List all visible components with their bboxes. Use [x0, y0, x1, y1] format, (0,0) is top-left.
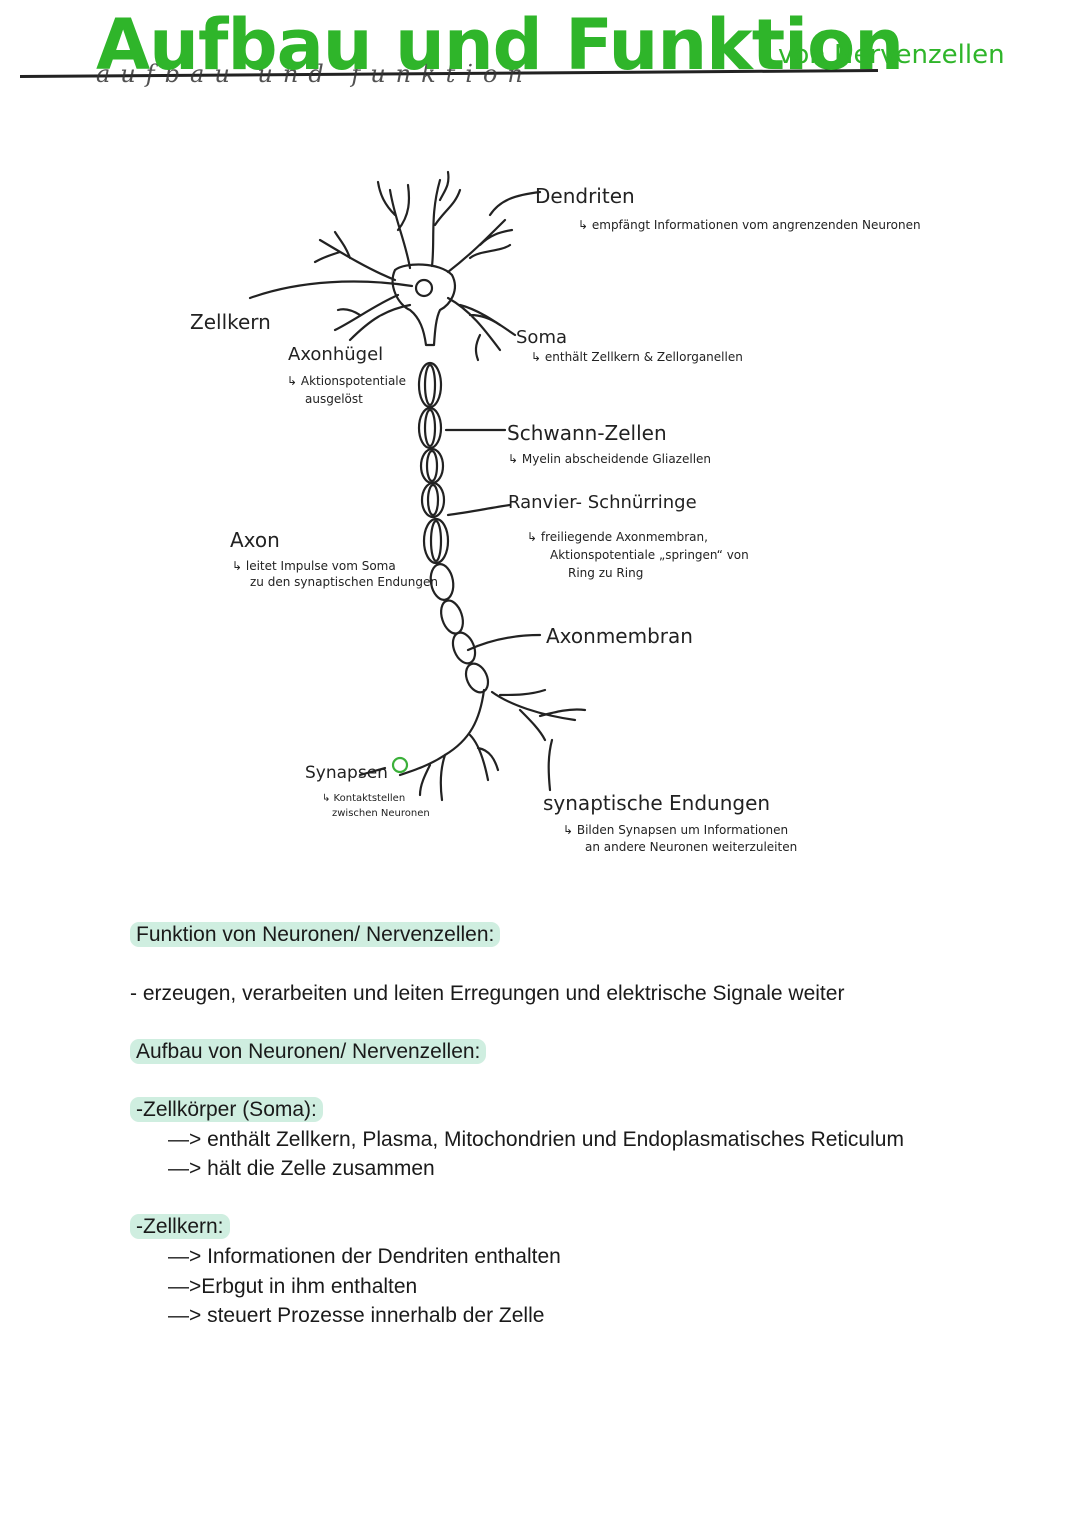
- label-axonhuegel-note-2: ausgelöst: [305, 392, 363, 406]
- label-schwann: Schwann-Zellen: [507, 421, 667, 445]
- nucleus-shape: [414, 278, 434, 298]
- heading-aufbau: Aufbau von Neuronen/ Nervenzellen:: [130, 1039, 487, 1064]
- heading-soma-row: -Zellkörper (Soma):: [130, 1097, 323, 1122]
- label-axon-note-2: zu den synaptischen Endungen: [250, 575, 438, 589]
- label-endungen: synaptische Endungen: [543, 791, 771, 815]
- label-endungen-note-1: ↳ Bilden Synapsen um Informationen: [563, 823, 789, 837]
- label-dendriten: Dendriten: [535, 184, 635, 208]
- axon-terminals-shape: [398, 688, 587, 802]
- label-axonhuegel-note-1: ↳ Aktionspotentiale: [287, 374, 407, 388]
- neuron-diagram: [248, 170, 587, 802]
- label-zellkern: Zellkern: [190, 310, 271, 334]
- label-endungen-note-2: an andere Neuronen weiterzuleiten: [585, 840, 798, 854]
- dendrites-shape: [313, 170, 514, 362]
- heading-kern-row: -Zellkern:: [130, 1214, 230, 1239]
- label-ranvier-note-1: ↳ freiliegende Axonmembran,: [527, 530, 708, 544]
- page-subtitle: von Nervenzellen: [778, 40, 1005, 70]
- axon-shape: [417, 361, 490, 694]
- soma-line-1: —> enthält Zellkern, Plasma, Mitochondri…: [168, 1128, 904, 1151]
- title-ghost-script: aufbau und funktion: [96, 60, 533, 88]
- heading-funktion-row: Funktion von Neuronen/ Nervenzellen:: [130, 922, 501, 947]
- page-title: Aufbau und Funktion: [96, 4, 904, 86]
- kern-line-1: —> Informationen der Dendriten enthalten: [168, 1245, 561, 1268]
- heading-kern: -Zellkern:: [130, 1214, 230, 1239]
- label-ranvier-note-3: Ring zu Ring: [568, 566, 644, 580]
- label-synapsen-note-1: ↳ Kontaktstellen: [322, 793, 406, 804]
- label-axonhuegel: Axonhügel: [288, 344, 384, 365]
- label-synapsen-note-2: zwischen Neuronen: [332, 808, 430, 819]
- heading-aufbau-row: Aufbau von Neuronen/ Nervenzellen:: [130, 1039, 487, 1064]
- label-ranvier: Ranvier- Schnürringe: [508, 492, 697, 513]
- label-soma: Soma: [516, 327, 568, 348]
- label-axon: Axon: [230, 528, 280, 552]
- label-soma-note: ↳ enthält Zellkern & Zellorganellen: [531, 350, 743, 364]
- label-axon-note-1: ↳ leitet Impulse vom Soma: [232, 559, 396, 573]
- label-schwann-note: ↳ Myelin abscheidende Gliazellen: [508, 452, 712, 466]
- label-ranvier-note-2: Aktionspotentiale „springen“ von: [550, 548, 749, 562]
- label-synapsen: Synapsen: [305, 763, 388, 783]
- soma-shape: [391, 263, 457, 347]
- kern-line-3: —> steuert Prozesse innerhalb der Zelle: [168, 1304, 545, 1327]
- label-axonmembran: Axonmembran: [546, 624, 693, 648]
- label-dendriten-note: ↳ empfängt Informationen vom angrenzende…: [578, 218, 921, 232]
- kern-line-2: —>Erbgut in ihm enthalten: [168, 1275, 418, 1298]
- heading-funktion: Funktion von Neuronen/ Nervenzellen:: [130, 922, 501, 947]
- heading-soma: -Zellkörper (Soma):: [130, 1097, 323, 1122]
- funktion-line-1: - erzeugen, verarbeiten und leiten Erreg…: [130, 982, 845, 1005]
- soma-line-2: —> hält die Zelle zusammen: [168, 1157, 435, 1180]
